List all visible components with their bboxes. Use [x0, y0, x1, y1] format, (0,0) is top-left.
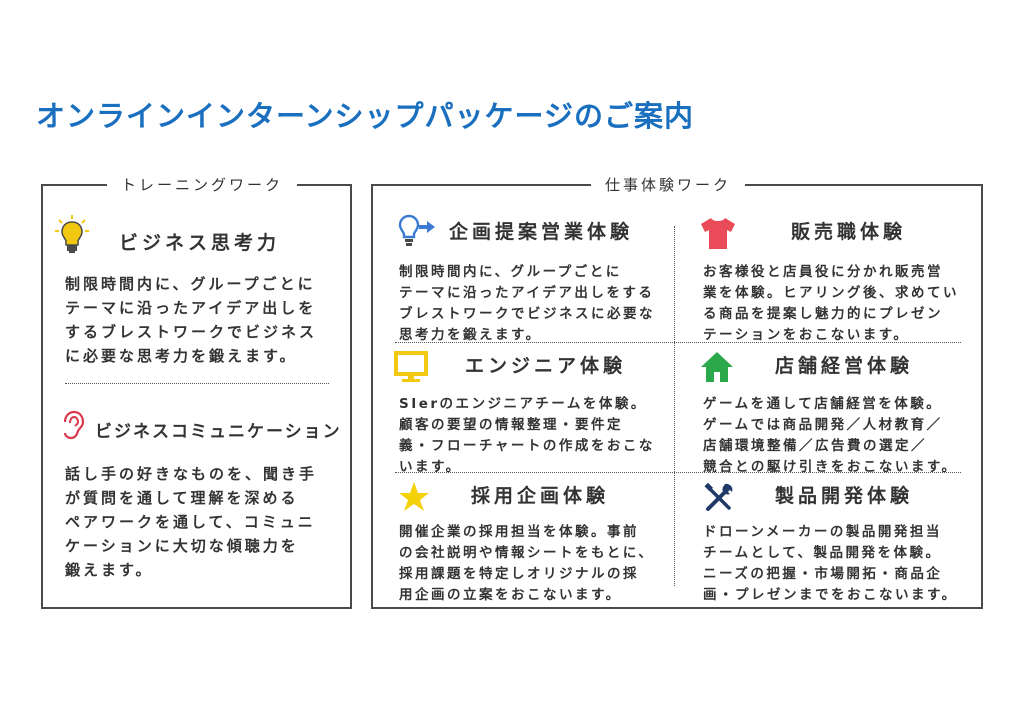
- text-line: の会社説明や情報シートをもとに、: [399, 545, 655, 561]
- text-line: 制限時間内に、グループごとに: [399, 264, 622, 280]
- text-line: ケーションに大切な傾聴力を: [65, 537, 299, 555]
- text-line: 画・プレゼンまでをおこないます。: [703, 587, 958, 603]
- text-line: 思考力を鍛えます。: [399, 327, 542, 343]
- idea-bulb-icon: [397, 214, 437, 252]
- column-divider: [674, 226, 675, 586]
- tshirt-icon: [699, 216, 737, 254]
- house-icon: [699, 350, 735, 388]
- text-line: 用企画の立案をおこないます。: [399, 587, 622, 603]
- text-line: 採用課題を特定しオリジナルの採: [399, 566, 639, 582]
- text-line: います。: [399, 459, 462, 475]
- text-line: 業を体験。ヒアリング後、求めてい: [703, 285, 959, 301]
- work-heading-planning-sales: 企画提案営業体験: [449, 221, 634, 243]
- work-desc-recruiting: 開催企業の採用担当を体験。事前 の会社説明や情報シートをもとに、 採用課題を特定…: [399, 522, 671, 606]
- star-icon: [397, 480, 431, 518]
- training-heading-thinking: ビジネス思考力: [119, 232, 281, 254]
- text-line: テーマに沿ったアイデア出しを: [65, 299, 317, 317]
- text-line: ゲームでは商品開発／人材教育／: [703, 417, 943, 433]
- work-heading-product: 製品開発体験: [775, 485, 914, 507]
- text-line: 顧客の要望の情報整理・要件定: [399, 417, 623, 433]
- training-desc-thinking: 制限時間内に、グループごとに テーマに沿ったアイデア出しを するブレストワークで…: [65, 272, 345, 368]
- text-line: チームとして、製品開発を体験。: [703, 545, 942, 561]
- text-line: SIerのエンジニアチームを体験。: [399, 396, 647, 412]
- work-desc-store: ゲームを通して店舗経営を体験。 ゲームでは商品開発／人材教育／ 店舗環境整備／広…: [703, 394, 977, 478]
- divider: [65, 383, 329, 384]
- text-line: ニーズの把握・市場開拓・商品企: [703, 566, 943, 582]
- work-panel-title: 仕事体験ワーク: [591, 174, 746, 196]
- training-heading-communication: ビジネスコミュニケーション: [95, 422, 342, 442]
- training-desc-communication: 話し手の好きなものを、聞き手 が質問を通して理解を深める ペアワークを通して、コ…: [65, 462, 345, 582]
- work-panel: 仕事体験ワーク 企画提案営業体験 制限時間内に、グループごとに テーマに沿ったア…: [371, 174, 983, 609]
- text-line: ドローンメーカーの製品開発担当: [703, 524, 942, 540]
- text-line: が質問を通して理解を深める: [65, 489, 299, 507]
- page-title: オンラインインターンシップパッケージのご案内: [36, 99, 694, 133]
- text-line: 鍛えます。: [65, 561, 154, 579]
- text-line: お客様役と店員役に分かれ販売営: [703, 264, 943, 280]
- work-heading-engineer: エンジニア体験: [465, 355, 627, 377]
- text-line: 競合との駆け引きをおこないます。: [703, 459, 958, 475]
- text-line: するブレストワークでビジネス: [65, 323, 318, 341]
- text-line: テーマに沿ったアイデア出しをする: [399, 285, 655, 301]
- text-line: ペアワークを通して、コミュニ: [65, 513, 316, 531]
- work-desc-sales: お客様役と店員役に分かれ販売営 業を体験。ヒアリング後、求めてい る商品を提案し…: [703, 262, 975, 346]
- text-line: ブレストワークでビジネスに必要な: [399, 306, 655, 322]
- work-heading-store: 店舗経営体験: [775, 355, 914, 377]
- training-panel: トレーニングワーク ビジネス思考力 制限時間内に、グループごとに テーマに沿った…: [41, 174, 352, 609]
- text-line: テーションをおこないます。: [703, 327, 910, 343]
- text-line: 店舗環境整備／広告費の選定／: [703, 438, 927, 454]
- text-line: 義・フローチャートの作成をおこな: [399, 438, 655, 454]
- text-line: 制限時間内に、グループごとに: [65, 275, 316, 293]
- lightbulb-icon: [55, 214, 89, 258]
- text-line: に必要な思考力を鍛えます。: [65, 347, 298, 365]
- work-heading-sales: 販売職体験: [791, 221, 907, 243]
- text-line: 開催企業の採用担当を体験。事前: [399, 524, 639, 540]
- tools-icon: [703, 482, 735, 518]
- divider: [395, 342, 961, 343]
- divider: [395, 472, 961, 473]
- text-line: ゲームを通して店舗経営を体験。: [703, 396, 943, 412]
- work-desc-planning-sales: 制限時間内に、グループごとに テーマに沿ったアイデア出しをする ブレストワークで…: [399, 262, 671, 346]
- training-panel-title: トレーニングワーク: [107, 174, 298, 196]
- work-desc-product: ドローンメーカーの製品開発担当 チームとして、製品開発を体験。 ニーズの把握・市…: [703, 522, 975, 606]
- ear-icon: [59, 410, 85, 444]
- work-desc-engineer: SIerのエンジニアチームを体験。 顧客の要望の情報整理・要件定 義・フローチャ…: [399, 394, 671, 478]
- monitor-icon: [393, 350, 431, 388]
- text-line: る商品を提案し魅力的にプレゼン: [703, 306, 943, 322]
- work-heading-recruiting: 採用企画体験: [471, 485, 610, 507]
- text-line: 話し手の好きなものを、聞き手: [65, 465, 318, 483]
